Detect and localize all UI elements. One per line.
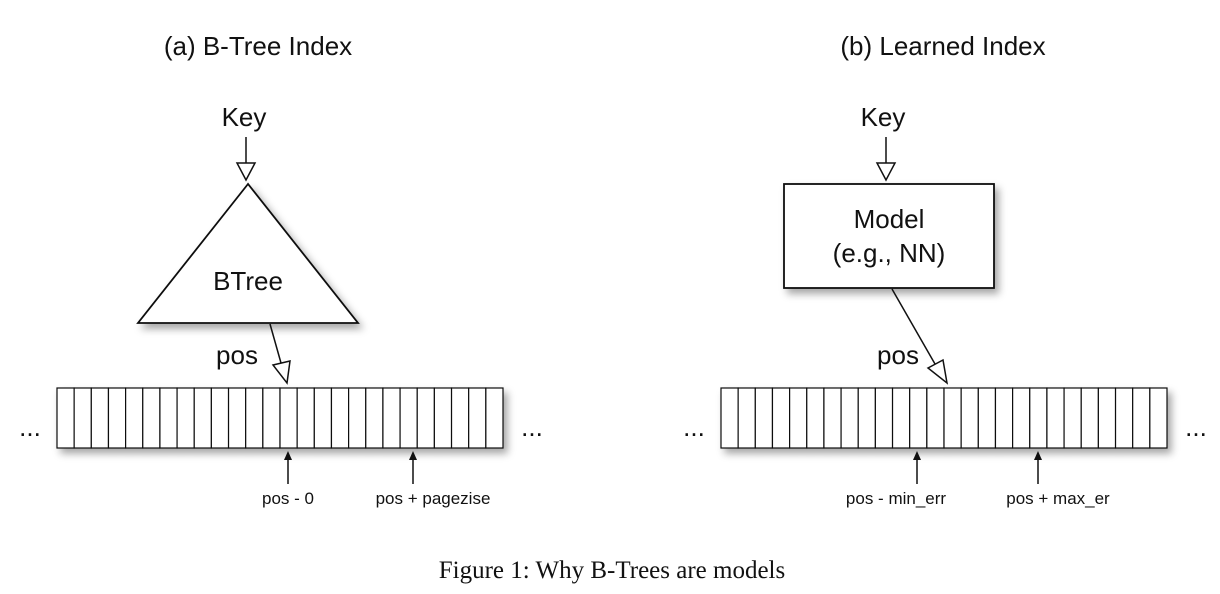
array-cell: [754, 387, 774, 449]
model-label-line1: Model: [854, 204, 925, 234]
panel-a-pos-arrow-shaft: [269, 323, 282, 364]
panel-b-ellipsis-left: ...: [683, 412, 705, 442]
panel-b-array: [720, 387, 1168, 449]
btree-label: BTree: [213, 266, 283, 296]
array-cell: [806, 387, 825, 449]
array-cell: [416, 387, 435, 449]
panel-b-marker-left-arrowhead: [913, 451, 921, 460]
array-cell: [823, 387, 842, 449]
btree-triangle: [136, 182, 360, 324]
array-cell: [891, 387, 911, 449]
array-cell: [468, 387, 487, 449]
array-cell: [279, 387, 298, 449]
array-cell: [382, 387, 401, 449]
array-cell: [193, 387, 212, 449]
panel-a-title: (a) B-Tree Index: [164, 31, 352, 61]
figure-caption: Figure 1: Why B-Trees are models: [439, 557, 785, 584]
array-cell: [159, 387, 178, 449]
array-cell: [227, 387, 247, 449]
array-cell: [433, 387, 453, 449]
panel-b-pos-label: pos: [877, 340, 919, 370]
array-cell: [1063, 387, 1082, 449]
panel-a-marker-left-label: pos - 0: [262, 489, 314, 508]
panel-b-title: (b) Learned Index: [840, 31, 1045, 61]
array-cell: [1029, 387, 1048, 449]
panel-b-marker-left-label: pos - min_err: [846, 489, 946, 508]
array-cell: [977, 387, 997, 449]
panel-a-key-label: Key: [222, 102, 267, 132]
panel-a-pos-arrowhead: [271, 360, 291, 385]
array-cell: [450, 387, 470, 449]
array-cell: [840, 387, 859, 449]
array-cell: [262, 387, 281, 449]
array-cell: [73, 387, 92, 449]
panel-a-marker-right-arrowhead: [409, 451, 417, 460]
panel-a-marker-right-label: pos + pagezise: [376, 489, 491, 508]
array-cell: [909, 387, 928, 449]
array-cell: [960, 387, 979, 449]
panel-a-ellipsis-left: ...: [19, 412, 41, 442]
panel-b-key-label: Key: [861, 102, 906, 132]
array-cell: [737, 387, 756, 449]
array-cell: [943, 387, 962, 449]
model-box: [783, 183, 995, 289]
array-cell: [125, 387, 144, 449]
panel-b-learned-index: (b) Learned Index Key Model (e.g., NN) p…: [683, 31, 1207, 508]
array-cell: [771, 387, 791, 449]
array-cell: [1114, 387, 1134, 449]
array-cell: [365, 387, 384, 449]
panel-b-ellipsis-right: ...: [1185, 412, 1207, 442]
panel-a-key-arrowhead: [235, 162, 257, 182]
array-cell: [1132, 387, 1151, 449]
array-cell: [330, 387, 350, 449]
array-cell: [245, 387, 264, 449]
array-cell: [857, 387, 876, 449]
panel-b-pos-arrowhead: [926, 358, 949, 385]
array-cell: [107, 387, 127, 449]
array-cell: [1097, 387, 1117, 449]
array-cell: [1012, 387, 1031, 449]
array-cell: [56, 387, 75, 449]
panel-a-ellipsis-right: ...: [521, 412, 543, 442]
array-cell: [1149, 387, 1168, 449]
array-cell: [348, 387, 367, 449]
panel-b-marker-right-arrowhead: [1034, 451, 1042, 460]
model-label-line2: (e.g., NN): [833, 238, 946, 268]
array-cell: [313, 387, 333, 449]
panel-a-pos-label: pos: [216, 340, 258, 370]
array-cell: [1080, 387, 1099, 449]
panel-b-marker-right-label: pos + max_er: [1006, 489, 1110, 508]
panel-a-marker-left-arrowhead: [284, 451, 292, 460]
array-cell: [994, 387, 1014, 449]
panel-b-pos-arrow-shaft: [891, 288, 936, 365]
array-cell: [399, 387, 418, 449]
panel-b-key-arrowhead: [875, 162, 897, 182]
array-cell: [210, 387, 230, 449]
panel-a-array: [56, 387, 504, 449]
array-cell: [789, 387, 808, 449]
array-cell: [874, 387, 894, 449]
array-cell: [926, 387, 945, 449]
panel-a-btree-index: (a) B-Tree Index Key BTree pos ... ... p…: [19, 31, 543, 508]
array-cell: [90, 387, 110, 449]
array-cell: [1046, 387, 1065, 449]
array-cell: [296, 387, 315, 449]
array-cell: [485, 387, 504, 449]
array-cell: [176, 387, 195, 449]
array-cell: [142, 387, 161, 449]
array-cell: [720, 387, 739, 449]
